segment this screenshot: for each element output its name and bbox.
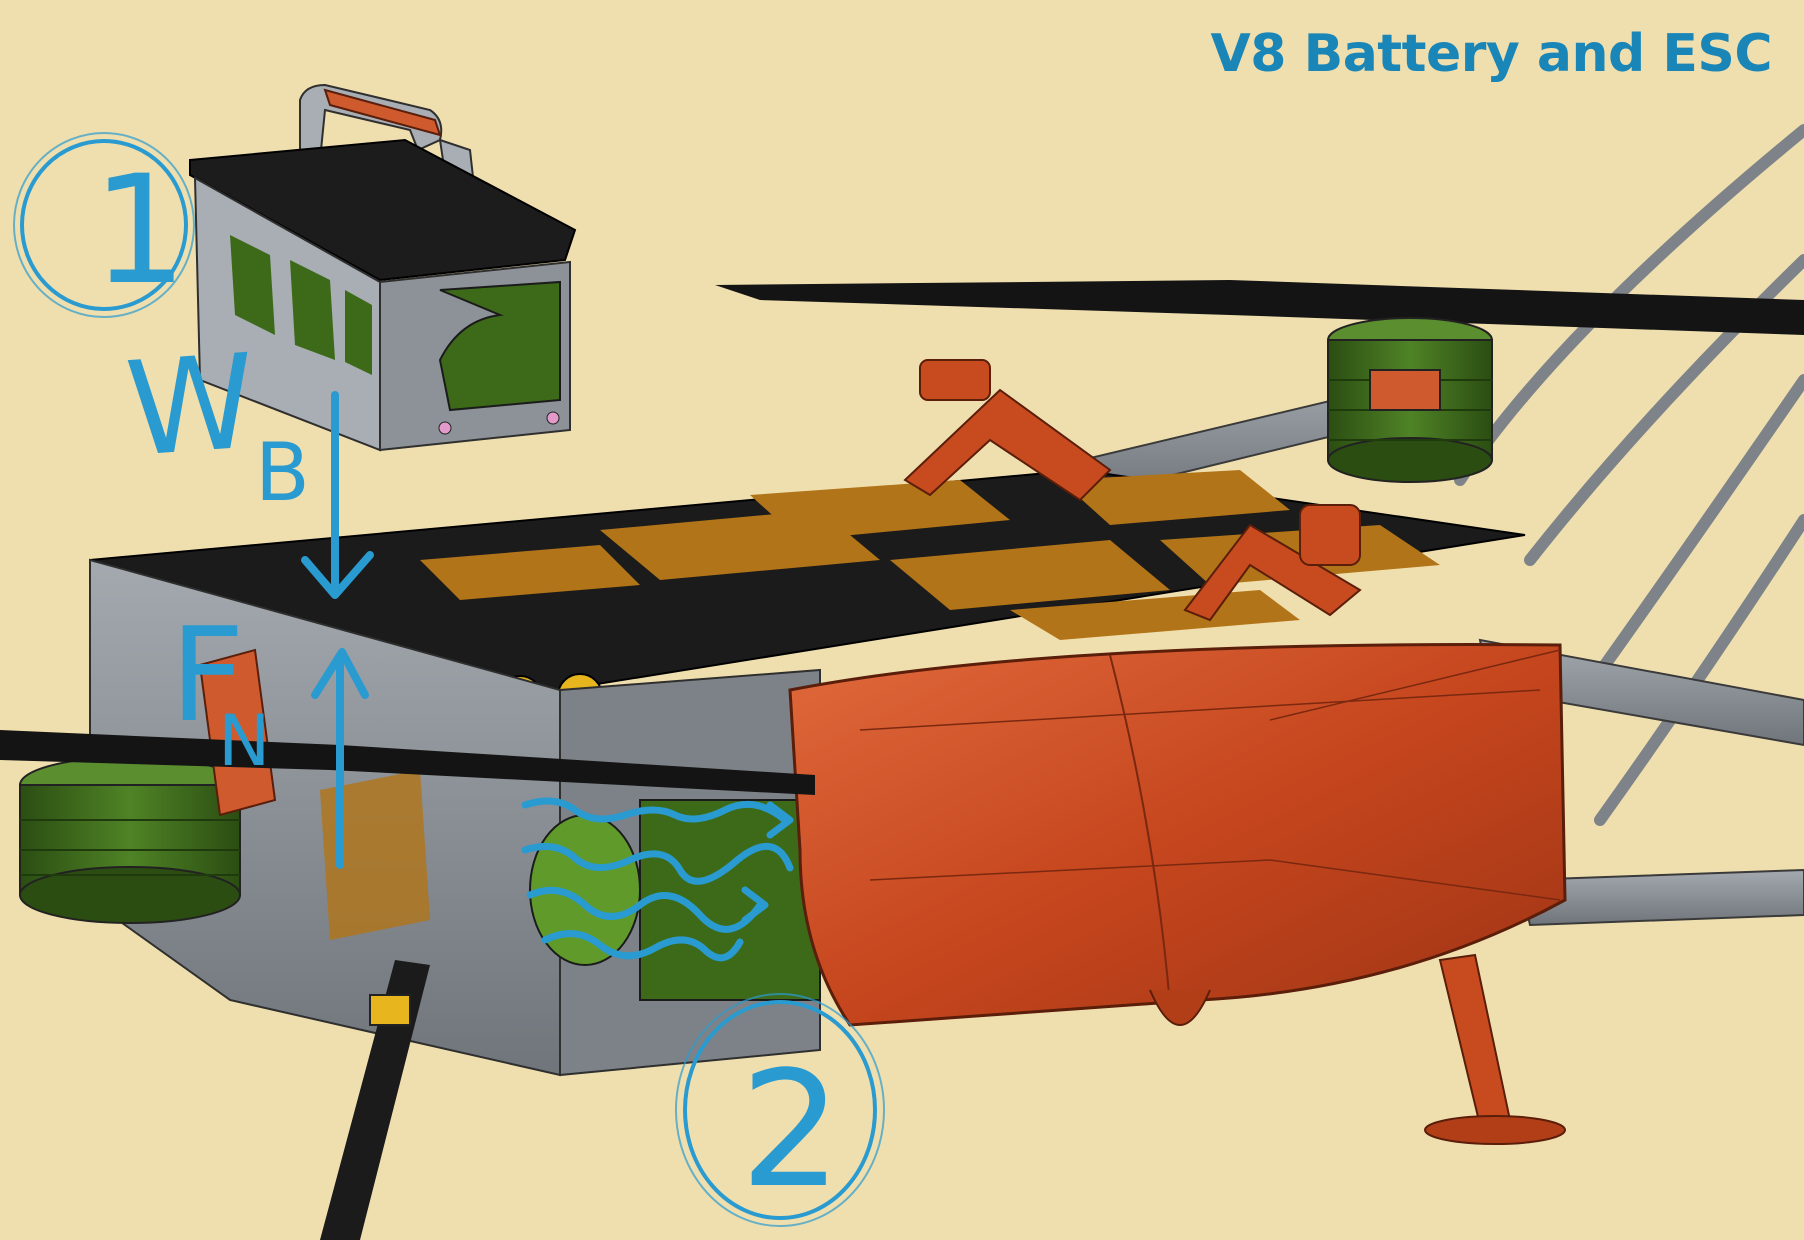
rear-right-motor <box>1327 317 1493 483</box>
front-left-motor <box>19 648 277 924</box>
weight-subscript: B <box>255 426 310 519</box>
esc-shell <box>788 643 1567 1027</box>
callout-label-2: 2 <box>740 1036 842 1223</box>
callout-circle-1 <box>20 139 188 311</box>
free-body-annotations <box>13 132 885 1227</box>
landing-leg <box>1424 953 1566 1145</box>
normal-force-subscript: N <box>218 700 270 782</box>
callout-label-1: 1 <box>92 144 187 318</box>
callout-circle-2 <box>683 1000 877 1220</box>
weight-label: W <box>122 325 261 486</box>
rear-right-propeller <box>715 280 1804 335</box>
normal-force-label: F <box>170 599 245 751</box>
prop-mount-brackets <box>903 359 1362 622</box>
heat-flow-lines <box>521 797 794 962</box>
page-title: V8 Battery and ESC <box>1210 24 1773 84</box>
front-landing-strut <box>320 960 430 1240</box>
front-propeller <box>0 730 815 795</box>
battery-module <box>189 83 577 452</box>
